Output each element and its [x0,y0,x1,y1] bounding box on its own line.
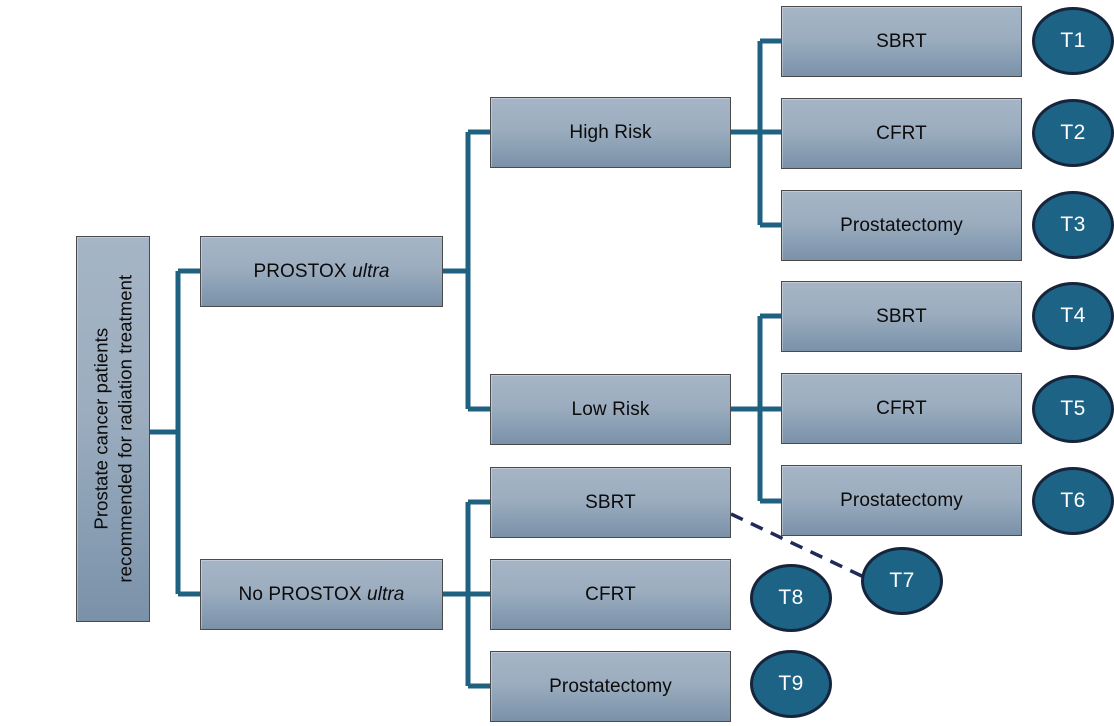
node-prostatectomy-low-risk[interactable]: Prostatectomy [781,465,1022,536]
node-cfrt-low-risk-label: CFRT [876,397,927,419]
terminal-node-t9-label: T9 [778,672,804,695]
edge-low-risk-to-options [731,313,781,504]
node-cfrt-no-prostox[interactable]: CFRT [490,559,731,630]
node-cfrt-high-risk[interactable]: CFRT [781,98,1022,169]
edge-sbrt-to-t7-dashed [730,512,867,580]
node-cfrt-low-risk[interactable]: CFRT [781,373,1022,444]
terminal-node-t4-label: T4 [1060,304,1086,327]
node-sbrt-high-risk-label: SBRT [876,30,927,52]
terminal-node-t3[interactable]: T3 [1032,191,1114,259]
terminal-node-t1-label: T1 [1060,29,1086,52]
edge-prostox-to-risk [443,129,490,412]
node-cfrt-no-prostox-label: CFRT [585,583,636,605]
edge-high-risk-to-options [731,38,781,228]
terminal-node-t6-label: T6 [1060,489,1086,512]
terminal-node-t6[interactable]: T6 [1032,467,1114,535]
node-cfrt-high-risk-label: CFRT [876,122,927,144]
node-prostatectomy-low-risk-label: Prostatectomy [840,489,963,511]
terminal-node-t8-label: T8 [778,586,804,609]
node-no-prostox-ultra[interactable]: No PROSTOX ultra [200,559,443,630]
terminal-node-t8[interactable]: T8 [750,564,832,632]
root-node[interactable]: Prostate cancer patients recommended for… [76,236,150,622]
node-prostatectomy-no-prostox[interactable]: Prostatectomy [490,651,731,722]
terminal-node-t5-label: T5 [1060,397,1086,420]
node-no-prostox-ultra-label: No PROSTOX ultra [238,583,405,605]
terminal-node-t7[interactable]: T7 [861,547,943,615]
terminal-node-t3-label: T3 [1060,213,1086,236]
terminal-node-t9[interactable]: T9 [750,650,832,718]
node-sbrt-no-prostox[interactable]: SBRT [490,467,731,538]
node-prostox-ultra-label: PROSTOX ultra [253,260,390,282]
node-low-risk-label: Low Risk [571,398,650,420]
node-high-risk[interactable]: High Risk [490,97,731,168]
node-prostatectomy-high-risk[interactable]: Prostatectomy [781,190,1022,261]
node-sbrt-low-risk-label: SBRT [876,305,927,327]
node-sbrt-no-prostox-label: SBRT [585,491,636,513]
edge-no-prostox-to-options [443,499,490,689]
root-node-label-line1: Prostate cancer patients [90,328,112,530]
node-prostatectomy-no-prostox-label: Prostatectomy [549,675,672,697]
terminal-node-t1[interactable]: T1 [1032,7,1114,75]
node-prostatectomy-high-risk-label: Prostatectomy [840,214,963,236]
node-sbrt-low-risk[interactable]: SBRT [781,281,1022,352]
root-node-label-line2: recommended for radiation treatment [114,275,135,583]
node-low-risk[interactable]: Low Risk [490,374,731,445]
node-prostox-ultra[interactable]: PROSTOX ultra [200,236,443,307]
root-node-label: Prostate cancer patients recommended for… [89,275,136,583]
terminal-node-t2[interactable]: T2 [1032,99,1114,167]
node-sbrt-high-risk[interactable]: SBRT [781,6,1022,77]
node-high-risk-label: High Risk [569,121,652,143]
terminal-node-t4[interactable]: T4 [1032,282,1114,350]
terminal-node-t2-label: T2 [1060,121,1086,144]
terminal-node-t5[interactable]: T5 [1032,375,1114,443]
terminal-node-t7-label: T7 [889,569,915,592]
edge-root-to-prostox-branches [150,268,200,597]
